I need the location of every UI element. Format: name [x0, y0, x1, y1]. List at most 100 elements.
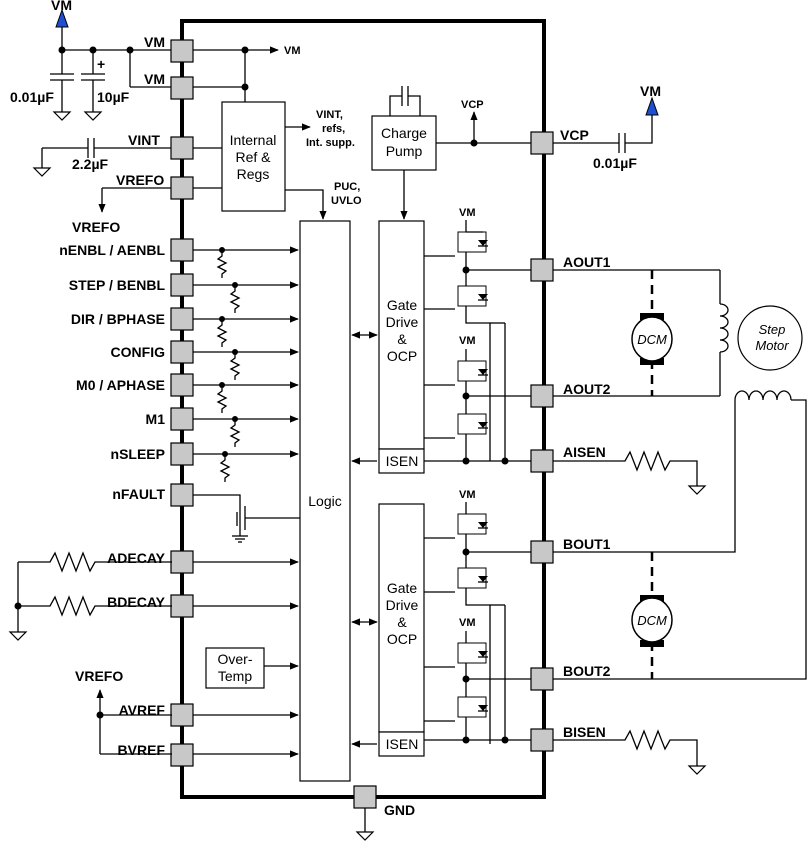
pin-label-m0: M0 / APHASE	[76, 377, 165, 393]
pin-step	[170, 273, 194, 297]
over-temp-line2: Temp	[218, 668, 252, 684]
pin-label-dir: DIR / BPHASE	[71, 311, 165, 327]
charge-pump-block: Charge Pump VCP	[371, 86, 531, 220]
pin-label-vm-1: VM	[144, 34, 165, 50]
logic-label: Logic	[308, 493, 341, 509]
pin-nenbl	[170, 238, 194, 262]
pin-label-vcp: VCP	[560, 127, 589, 143]
pin-label-bvref: BVREF	[118, 742, 166, 758]
vcp-cap-network: VM 0.01µF	[553, 83, 661, 171]
dcm-a-icon	[631, 316, 673, 362]
gate-drive-b-line2: Drive	[386, 597, 419, 613]
pin-label-vm-2: VM	[144, 71, 165, 87]
gate-drive-b: Gate Drive & OCP ISEN	[351, 503, 425, 757]
cap-polarity-plus: +	[97, 56, 105, 72]
vrefo-out-label: VREFO	[72, 219, 120, 235]
h-bridge-b: VM VM	[424, 489, 531, 744]
step-motor-line1: Step	[759, 322, 786, 337]
right-pin-labels: VCP AOUT1 AOUT2 AISEN BOUT1 BOUT2 BISEN …	[384, 127, 611, 818]
pin-label-bout2: BOUT2	[563, 663, 611, 679]
dcm-a-label: DCM	[637, 332, 667, 347]
gate-drive-a-line4: OCP	[387, 348, 417, 364]
vm-internal-label: VM	[284, 45, 301, 57]
pin-vint	[170, 136, 194, 160]
logic-block: Logic	[299, 220, 351, 782]
vm-fet-label-b1: VM	[459, 489, 476, 501]
gate-drive-a-line3: &	[397, 331, 407, 347]
vrefo-ref-label: VREFO	[75, 668, 123, 684]
dcm-b-label: DCM	[637, 613, 667, 628]
pin-label-nenbl: nENBL / AENBL	[59, 242, 165, 258]
gate-drive-b-line1: Gate	[387, 580, 418, 596]
pin-dir	[170, 307, 194, 331]
pin-vm-2	[170, 76, 194, 100]
pin-adecay	[170, 550, 194, 574]
vint-cap-network: 2.2µF VINT	[32, 132, 172, 177]
vrefo-output: VREFO VREFO	[72, 172, 172, 235]
gate-drive-b-line4: OCP	[387, 631, 417, 647]
cap-label-vcp: 0.01µF	[593, 155, 637, 171]
pin-label-gnd: GND	[384, 802, 415, 818]
cap-label-10uf: 10µF	[97, 89, 130, 105]
pin-vm-1	[170, 39, 194, 63]
step-motor-line2: Motor	[755, 338, 789, 353]
pin-vrefo	[170, 176, 194, 200]
pin-bout2	[530, 667, 554, 691]
pin-label-step: STEP / BENBL	[69, 277, 166, 293]
pin-nfault	[170, 483, 194, 507]
over-temp-line1: Over-	[218, 651, 253, 667]
pin-label-avref: AVREF	[119, 702, 166, 718]
pin-bvref	[170, 743, 194, 767]
pin-label-aout2: AOUT2	[563, 381, 611, 397]
motor-a-load: DCM Step Motor	[553, 269, 803, 397]
internal-ref-block: Internal Ref & Regs VINT, refs, Int. sup…	[193, 101, 362, 220]
vm-fet-label-b2: VM	[459, 617, 476, 629]
decay-resistor-network	[8, 551, 172, 641]
charge-pump-line2: Pump	[386, 143, 423, 159]
internal-ref-line3: Regs	[237, 166, 270, 182]
pin-label-vint: VINT	[128, 132, 160, 148]
sense-resistor-a	[553, 450, 707, 495]
vm-fet-label-a1: VM	[459, 207, 476, 219]
vcp-internal-label: VCP	[461, 99, 484, 111]
vint-out-label-3: Int. supp.	[306, 137, 355, 149]
isen-b-label: ISEN	[386, 736, 419, 752]
pin-nsleep	[170, 442, 194, 466]
vm-supply-label: VM	[51, 0, 72, 13]
pin-label-aout1: AOUT1	[563, 254, 611, 270]
pin-label-aisen: AISEN	[563, 444, 606, 460]
logic-input-arrows	[193, 246, 299, 758]
isen-a-label: ISEN	[386, 453, 419, 469]
pin-aout1	[530, 258, 554, 282]
gate-drive-a-line2: Drive	[386, 314, 419, 330]
sense-resistor-b	[553, 729, 707, 775]
h-bridge-a: VM VM	[424, 207, 531, 465]
nfault-driver	[193, 494, 300, 543]
gate-drive-a: Gate Drive & OCP ISEN	[351, 220, 425, 474]
over-temp-block: Over- Temp	[205, 647, 299, 689]
pin-label-bout1: BOUT1	[563, 536, 611, 552]
pin-label-nsleep: nSLEEP	[111, 446, 165, 462]
pin-label-bisen: BISEN	[563, 724, 606, 740]
cap-label-22uf: 2.2µF	[72, 156, 109, 172]
puc-label-2: UVLO	[331, 195, 362, 207]
pulldown-resistors	[216, 247, 241, 482]
pin-gnd	[353, 785, 377, 809]
internal-vm-routing: VM	[193, 45, 301, 102]
vref-network: VREFO	[75, 668, 172, 755]
pin-bdecay	[170, 594, 194, 618]
gnd-symbol	[355, 808, 375, 841]
internal-ref-line1: Internal	[230, 132, 277, 148]
vm-vcp-arrow-icon	[645, 96, 659, 116]
pin-label-vrefo: VREFO	[116, 172, 164, 188]
charge-pump-line1: Charge	[381, 125, 427, 141]
pin-aisen	[530, 449, 554, 473]
gate-drive-a-line1: Gate	[387, 297, 418, 313]
pin-label-config: CONFIG	[111, 344, 166, 360]
pin-bout1	[530, 540, 554, 564]
pin-config	[170, 340, 194, 364]
motor-b-load: DCM	[553, 390, 807, 680]
internal-ref-line2: Ref &	[235, 149, 271, 165]
